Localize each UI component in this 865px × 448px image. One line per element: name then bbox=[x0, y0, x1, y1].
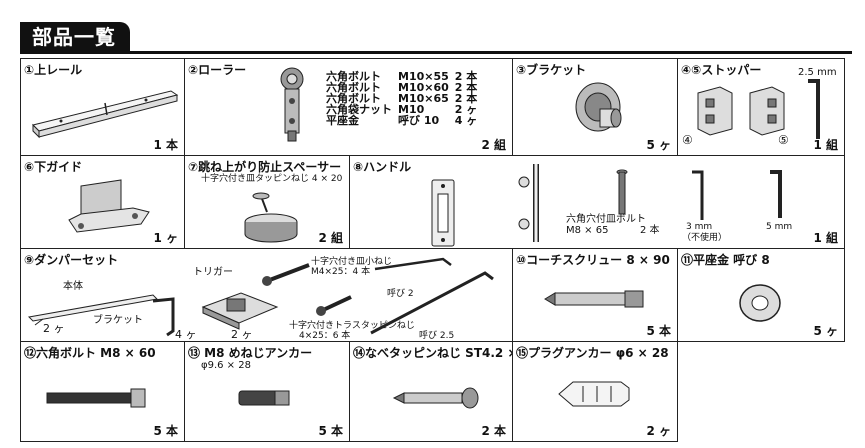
part-bracket: ③ブラケット 5 ヶ bbox=[512, 58, 678, 156]
trigger-qty: 2 ヶ bbox=[231, 328, 253, 341]
part-title: ⑨ダンパーセット bbox=[24, 253, 119, 267]
hex-wrench-icon bbox=[370, 257, 494, 335]
screw-icon bbox=[262, 263, 310, 286]
page-title: 部品一覧 bbox=[20, 22, 130, 52]
pan-screw-illustration bbox=[392, 387, 479, 409]
part-title: ⑫六角ボルト M8 × 60 bbox=[24, 346, 156, 360]
damper-body-illustration bbox=[27, 294, 175, 337]
part-hex-bolt: ⑫六角ボルト M8 × 60 5 本 bbox=[20, 341, 185, 442]
wrench-size: 2.5 mm bbox=[798, 67, 837, 78]
wrench-large-size: 5 mm bbox=[766, 222, 793, 232]
part-title: ②ローラー bbox=[188, 63, 247, 77]
wrench-small-note: （不使用） bbox=[682, 233, 728, 243]
part-qty: 1 本 bbox=[153, 138, 178, 152]
bracket-illustration bbox=[575, 82, 622, 132]
part-qty: 2 組 bbox=[318, 231, 343, 245]
part-title: ⑦跳ね上がり防止スペーサー bbox=[188, 160, 342, 174]
part-pan-screw: ⑭なべタッピンねじ ST4.2 × 25 2 本 bbox=[349, 341, 513, 442]
part-title: ①上レール bbox=[24, 63, 83, 77]
handle-illustration bbox=[431, 164, 539, 247]
part-handle: ⑧ハンドル 六角穴付皿ボルト M8 × 65 2 本 3 mm （不使用） 5 … bbox=[349, 155, 845, 249]
part-qty: 2 組 bbox=[481, 138, 506, 152]
part-title: ⑧ハンドル bbox=[353, 160, 412, 174]
part-qty: 2 本 bbox=[481, 424, 506, 438]
lower-guide-illustration bbox=[68, 179, 150, 233]
hex-wrench-icon bbox=[692, 170, 782, 220]
part-qty: 1 組 bbox=[813, 231, 838, 245]
trigger-label: トリガー bbox=[193, 267, 233, 278]
part-spacer: ⑦跳ね上がり防止スペーサー 十字穴付き皿タッピンねじ 4 × 20 2 組 bbox=[184, 155, 350, 249]
tapping-screw-icon bbox=[316, 295, 352, 316]
part-qty: 5 本 bbox=[153, 424, 178, 438]
hex-bolt-illustration bbox=[46, 388, 146, 408]
part-title: ⑩コーチスクリュー 8 × 90 bbox=[516, 253, 670, 267]
damper-body-qty: 2 ヶ bbox=[43, 322, 65, 335]
part-qty: 5 本 bbox=[646, 324, 671, 338]
part-title: ④⑤ストッパー bbox=[681, 63, 762, 77]
part-subtitle: φ9.6 × 28 bbox=[201, 360, 251, 371]
anchor-illustration bbox=[238, 390, 290, 406]
part-title: ③ブラケット bbox=[516, 63, 587, 77]
spacer-illustration bbox=[244, 192, 298, 243]
wrench-small-size: 3 mm bbox=[686, 222, 713, 232]
part-flat-washer: ⑪平座金 呼び 8 5 ヶ bbox=[677, 248, 845, 342]
screw2-name: 十字穴付きトラスタッピンねじ bbox=[289, 321, 415, 331]
header-divider bbox=[20, 51, 852, 54]
bolt-illustration bbox=[616, 169, 628, 215]
part-qty: 1 ヶ bbox=[153, 231, 178, 245]
part-lower-guide: ⑥下ガイド 1 ヶ bbox=[20, 155, 185, 249]
part-qty: 2 ヶ bbox=[646, 424, 671, 438]
part-qty: 5 ヶ bbox=[813, 324, 838, 338]
damper-body-label: 本体 bbox=[63, 281, 83, 292]
part-qty: 1 組 bbox=[813, 138, 838, 152]
part-anchor: ⑬ M8 めねじアンカー φ9.6 × 28 5 本 bbox=[184, 341, 350, 442]
screw1-name: 十字穴付き皿小ねじ bbox=[311, 257, 393, 267]
part-title: ⑥下ガイド bbox=[24, 160, 83, 174]
wrench2-label: 呼び 2.5 bbox=[419, 331, 455, 341]
part-damper: ⑨ダンパーセット 本体 2 ヶ ブラケット 4 ヶ トリガー 2 ヶ 十字穴付き… bbox=[20, 248, 513, 342]
coach-screw-illustration bbox=[544, 290, 644, 308]
part-subtitle: 十字穴付き皿タッピンねじ 4 × 20 bbox=[201, 174, 343, 184]
roller-illustration bbox=[280, 67, 304, 142]
stopper-label-4: ④ bbox=[682, 133, 693, 147]
part-stopper: ④⑤ストッパー 2.5 mm ④ ⑤ 1 組 bbox=[677, 58, 845, 156]
damper-bracket-label: ブラケット bbox=[93, 315, 143, 326]
part-qty: 5 本 bbox=[318, 424, 343, 438]
wrench1-label: 呼び 2 bbox=[387, 289, 414, 299]
damper-bracket-qty: 4 ヶ bbox=[175, 328, 197, 341]
plug-anchor-illustration bbox=[558, 381, 630, 407]
part-coach-screw: ⑩コーチスクリュー 8 × 90 5 本 bbox=[512, 248, 678, 342]
part-plug-anchor: ⑮プラグアンカー φ6 × 28 2 ヶ bbox=[512, 341, 678, 442]
handle-bolt-size: M8 × 65 bbox=[566, 225, 609, 236]
part-upper-rail: ①上レール 1 本 bbox=[20, 58, 185, 156]
screw2-size: 4×25：6 本 bbox=[299, 331, 351, 341]
washer-illustration bbox=[739, 284, 781, 322]
part-title: ⑭なべタッピンねじ ST4.2 × 25 bbox=[353, 346, 512, 360]
stopper-illustration bbox=[697, 79, 820, 139]
screw1-size: M4×25：4 本 bbox=[311, 267, 371, 277]
part-qty: 5 ヶ bbox=[646, 138, 671, 152]
handle-bolt-name: 六角穴付皿ボルト bbox=[566, 214, 646, 225]
stopper-label-5: ⑤ bbox=[778, 133, 789, 147]
part-title: ⑬ M8 めねじアンカー bbox=[188, 346, 313, 360]
trigger-illustration bbox=[201, 292, 279, 330]
part-title: ⑪平座金 呼び 8 bbox=[681, 253, 770, 267]
handle-bolt-count: 2 本 bbox=[640, 225, 660, 236]
part-title: ⑮プラグアンカー φ6 × 28 bbox=[516, 346, 669, 360]
rail-illustration bbox=[32, 90, 179, 139]
